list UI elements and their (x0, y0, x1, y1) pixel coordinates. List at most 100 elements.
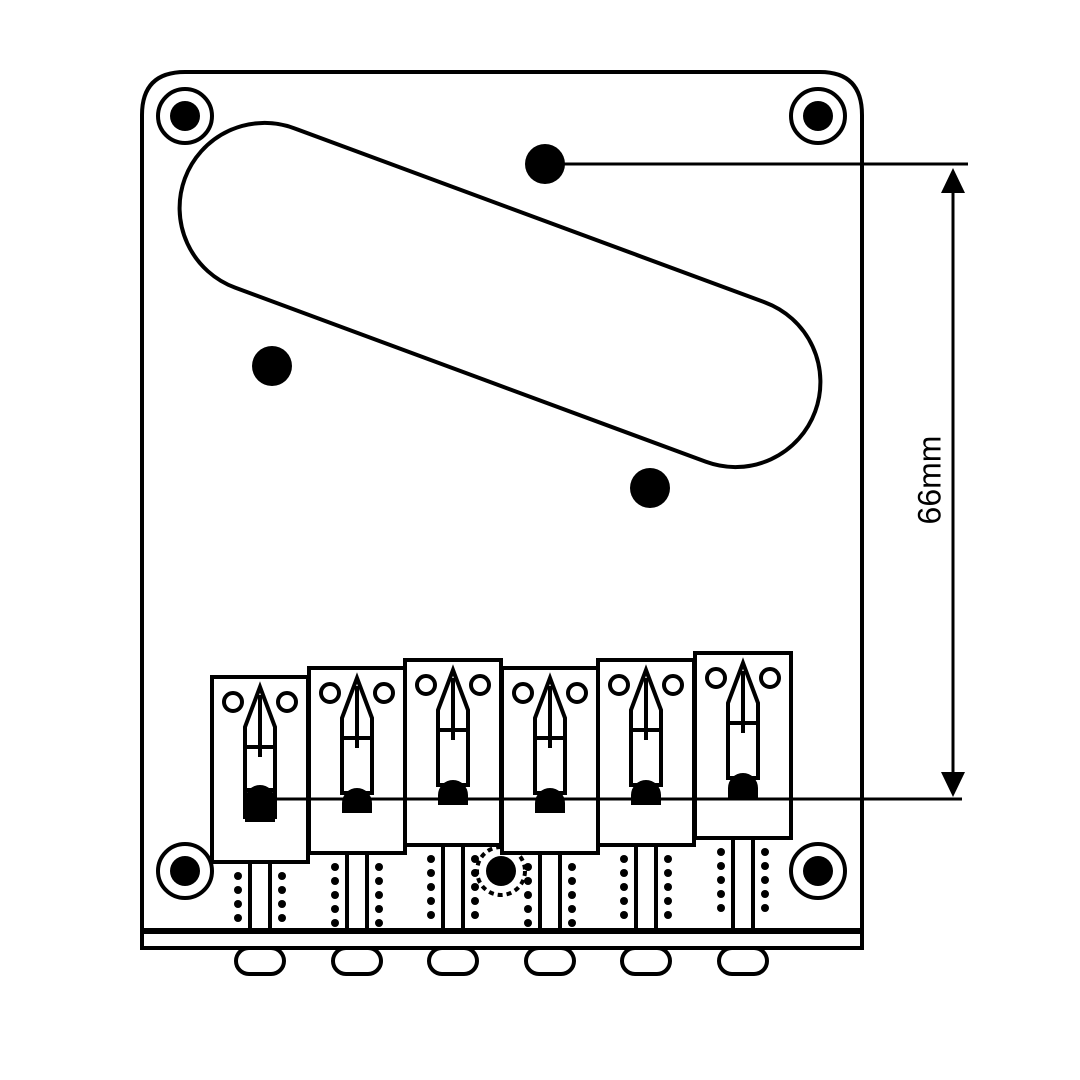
spring-coil (375, 863, 383, 871)
spring-coil (234, 900, 242, 908)
screw-end-tab (331, 946, 383, 976)
spring-coil (620, 869, 628, 877)
spring-coil (331, 877, 339, 885)
spring-coil (471, 869, 479, 877)
saddle-hole (662, 674, 684, 696)
spring-coil (620, 883, 628, 891)
dimension (245, 162, 968, 801)
intonation-rod (441, 843, 465, 932)
spring-coil (524, 877, 532, 885)
spring-coil (568, 891, 576, 899)
spring-coil (664, 911, 672, 919)
spring-coil (278, 872, 286, 880)
screw-end-tab (427, 946, 479, 976)
spring-coil (717, 848, 725, 856)
spring-coil (278, 914, 286, 922)
spring-coil (761, 890, 769, 898)
spring-coil (620, 897, 628, 905)
spring-coil (375, 877, 383, 885)
spring-coil (427, 883, 435, 891)
spring-coil (664, 883, 672, 891)
spring-coil (524, 905, 532, 913)
spring-coil (471, 883, 479, 891)
saddle-5 (596, 658, 696, 976)
spring-coil (568, 863, 576, 871)
spring-coil (427, 869, 435, 877)
saddle-screw-head (728, 773, 758, 798)
spring-coil (664, 897, 672, 905)
bridge-rail (140, 928, 864, 950)
spring-coil (717, 890, 725, 898)
intonation-rod (248, 860, 272, 932)
intonation-rod (538, 851, 562, 932)
spring-coil (471, 911, 479, 919)
dimension-label: 66mm (911, 435, 948, 525)
saddle-hole (373, 682, 395, 704)
screw-end-tab (717, 946, 769, 976)
saddle-hole (566, 682, 588, 704)
saddle-6 (693, 651, 793, 976)
spring-coil (234, 886, 242, 894)
spring-coil (568, 919, 576, 927)
spring-coil (620, 855, 628, 863)
spring-coil (375, 905, 383, 913)
spring-coil (234, 872, 242, 880)
spring-coil (761, 848, 769, 856)
spring-coil (761, 904, 769, 912)
pickup-screw-hole (252, 346, 292, 386)
spring-coil (471, 855, 479, 863)
spring-coil (234, 914, 242, 922)
saddle-hole (276, 691, 298, 713)
spring-coil (375, 891, 383, 899)
spring-coil (568, 877, 576, 885)
saddle-3 (403, 658, 503, 976)
spring-coil (620, 911, 628, 919)
intonation-rod (345, 851, 369, 932)
dimension-arrow-top (941, 168, 965, 193)
spring-coil (524, 891, 532, 899)
saddle-1 (210, 675, 310, 976)
spring-coil (375, 919, 383, 927)
saddle-hole (319, 682, 341, 704)
spring-coil (331, 919, 339, 927)
spring-coil (664, 855, 672, 863)
spring-coil (568, 905, 576, 913)
saddle-hole (512, 682, 534, 704)
spring-coil (524, 863, 532, 871)
mounting-hole-bottom-left (156, 842, 214, 900)
spring-coil (278, 900, 286, 908)
spring-coil (717, 904, 725, 912)
saddle-hole (759, 667, 781, 689)
spring-coil (761, 876, 769, 884)
spring-coil (664, 869, 672, 877)
saddle-hole (222, 691, 244, 713)
saddle-hole (469, 674, 491, 696)
spring-coil (427, 855, 435, 863)
saddle-hole (705, 667, 727, 689)
mounting-hole-bottom-right (789, 842, 847, 900)
bridge-plate (140, 70, 864, 934)
spring-coil (331, 891, 339, 899)
pickup-slot (177, 120, 823, 470)
screw-end-tab (620, 946, 672, 976)
spring-coil (717, 862, 725, 870)
saddle-hole (608, 674, 630, 696)
saddle-2 (307, 666, 407, 976)
intonation-rod (634, 843, 658, 932)
spring-coil (331, 863, 339, 871)
screw-end-tab (524, 946, 576, 976)
mounting-hole-top-left (156, 87, 214, 145)
dimension-arrow-bottom (941, 772, 965, 797)
spring-coil (427, 911, 435, 919)
spring-coil (761, 862, 769, 870)
spring-coil (524, 919, 532, 927)
pickup-screw-hole (525, 144, 565, 184)
screw-end-tab (234, 946, 286, 976)
mounting-hole-top-right (789, 87, 847, 145)
saddles (210, 651, 793, 976)
spring-coil (471, 897, 479, 905)
saddle-hole (415, 674, 437, 696)
spring-coil (717, 876, 725, 884)
intonation-rod (731, 836, 755, 932)
